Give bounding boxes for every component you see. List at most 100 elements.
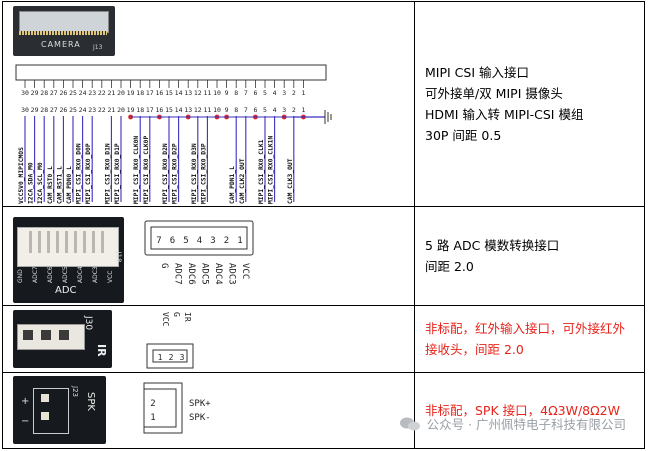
pin-number-lower: 1 — [301, 106, 305, 114]
pin-signal: G — [159, 263, 169, 268]
pin-number-lower: 19 — [127, 106, 135, 114]
pin-number-upper: 4 — [273, 89, 277, 97]
pin-signal: ADC5 — [200, 263, 210, 285]
pin-number: 6 — [170, 236, 175, 246]
pin-number-upper: 8 — [234, 89, 238, 97]
pin-number-upper: 10 — [213, 89, 221, 97]
pin-number-upper: 28 — [40, 89, 48, 97]
adc-header-outline — [144, 220, 254, 256]
pin-number-lower: 6 — [253, 106, 257, 114]
pin-number-lower: 24 — [79, 106, 87, 114]
signal-label: MIPI_CSI_RX0_D0N — [76, 143, 83, 204]
spk-diagram-cell: + − J23 SPK 2 1 SPK+ SPK- — [2, 372, 415, 449]
signal-label: CAM_PDN0_L — [66, 166, 73, 204]
signal-label: MIPI_CSI_RX0_CLK0P — [143, 136, 150, 204]
pin-number-upper: 13 — [184, 89, 192, 97]
pin-number: 7 — [156, 236, 161, 246]
adc-description: 5 路 ADC 模数转换接口 间距 2.0 — [414, 206, 645, 306]
pin-number-lower: 21 — [107, 106, 115, 114]
signal-label: MIPI_CSI_RX0_D3P — [200, 143, 207, 204]
pin-signal: SPK- — [189, 413, 211, 423]
pin-number-upper: 6 — [253, 89, 257, 97]
j13-label: J13 — [93, 44, 103, 51]
pin-number: 1 — [150, 413, 155, 423]
pin-number-lower: 28 — [40, 106, 48, 114]
pin-number-upper: 11 — [203, 89, 211, 97]
pin-number-upper: 9 — [225, 89, 229, 97]
pin-signal: IR — [183, 312, 192, 322]
pin-number: 4 — [197, 236, 202, 246]
pin-signal: VCC — [240, 263, 250, 279]
pin-number: 2 — [224, 236, 229, 246]
signal-label: MIPI_CSI_RX0_CLK1N — [268, 136, 275, 204]
camera-label: CAMERA — [41, 40, 81, 49]
ir-connector-photo: J30 IR — [13, 310, 112, 368]
pin-number-upper: 12 — [194, 89, 202, 97]
pin-number: 3 — [180, 353, 185, 362]
pin-number-upper: 1 — [301, 89, 305, 97]
pin-number: 1 — [158, 353, 163, 362]
signal-label: CAM_CLK2_OUT — [239, 158, 246, 204]
pin-number: 3 — [210, 236, 215, 246]
pin-number-upper: 24 — [79, 89, 87, 97]
pin-number-lower: 12 — [194, 106, 202, 114]
pin-number: 1 — [237, 236, 242, 246]
camera-connector-photo: CAMERA J13 — [13, 6, 115, 56]
mipi-schematic: 3030292928282727262625252424232322222121… — [15, 64, 332, 204]
pin-signal: VCC — [161, 312, 170, 327]
ir-label: IR — [95, 344, 108, 357]
pin-number-lower: 16 — [155, 106, 163, 114]
pin-number-upper: 15 — [165, 89, 173, 97]
spk-label: SPK — [85, 392, 96, 411]
spk-schematic: 2 1 SPK+ SPK- — [143, 382, 211, 434]
pin-number-lower: 17 — [146, 106, 154, 114]
pin-number-upper: 18 — [136, 89, 144, 97]
signal-label: MIPI_CSI_RX0_CLK1 — [258, 139, 265, 204]
pin-number-upper: 25 — [69, 89, 77, 97]
signal-label: CAM_CLK3_OUT — [287, 158, 294, 204]
pin-number-lower: 27 — [50, 106, 58, 114]
pin-signal: ADC3 — [227, 263, 237, 285]
pin-number-lower: 4 — [273, 106, 277, 114]
pin-number-lower: 5 — [263, 106, 267, 114]
pin-signal: G — [172, 312, 181, 317]
pin-signal: ADC6 — [186, 263, 196, 285]
signal-label: MIPI_CSI_RX0_D2P — [172, 143, 179, 204]
pin-number-lower: 7 — [244, 106, 248, 114]
spk-description: 非标配，SPK 接口，4Ω3W/8Ω2W — [414, 372, 645, 449]
mipi-description: MIPI CSI 输入接口 可外接单/双 MIPI 摄像头 HDMI 输入转 M… — [414, 1, 645, 207]
pin-number-upper: 19 — [127, 89, 135, 97]
pin-number-upper: 3 — [282, 89, 286, 97]
spk-minus-label: − — [21, 416, 30, 427]
watermark-text: 公众号 · 广州佩特电子科技有限公司 — [426, 417, 626, 432]
pin-number-lower: 14 — [175, 106, 183, 114]
pin-number: 2 — [150, 399, 155, 409]
pin-number-lower: 8 — [234, 106, 238, 114]
pin-number-upper: 21 — [107, 89, 115, 97]
pin-number-lower: 11 — [203, 106, 211, 114]
signal-label: I2CA_SDA_M0 — [28, 162, 35, 204]
signal-label: CAM_RST1_L — [56, 166, 63, 204]
j23-label: J23 — [71, 386, 79, 397]
signal-label: MIPI_CSI_RX0_D2N — [162, 143, 169, 204]
signal-label: I2CA_SCL_M0 — [37, 162, 44, 204]
pin-signal: SPK+ — [189, 399, 211, 409]
pin-number-lower: 30 — [21, 106, 29, 114]
pin-number-lower: 26 — [59, 106, 67, 114]
signal-label: MIPI_CSI_RX0_CLK0N — [133, 136, 140, 204]
ir-description: 非标配，红外输入接口，可外接红外 接收头，间距 2.0 — [414, 305, 645, 373]
connector-outline — [15, 64, 327, 81]
spk-plus-label: + — [21, 396, 30, 407]
pin-number-lower: 20 — [117, 106, 125, 114]
pin-number-upper: 17 — [146, 89, 154, 97]
pin-number-lower: 22 — [98, 106, 106, 114]
pin-number-upper: 5 — [263, 89, 267, 97]
